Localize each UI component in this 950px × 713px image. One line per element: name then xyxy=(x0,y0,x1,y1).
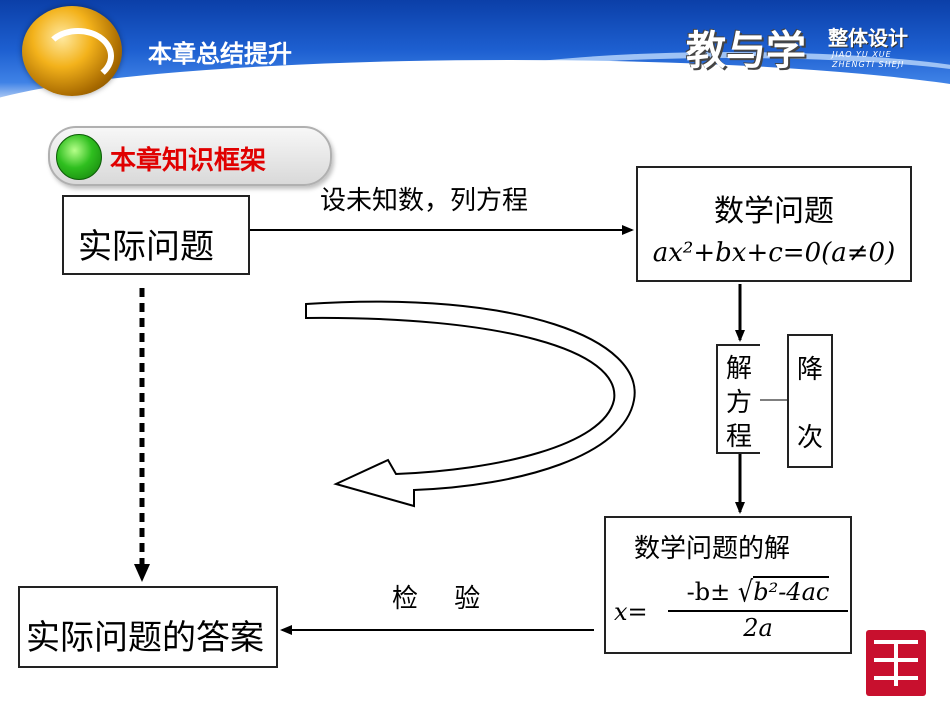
node-solve-equation: 解 方 程 xyxy=(716,344,760,454)
node-reduce-degree: 降 次 xyxy=(787,334,833,468)
section-label: 本章知识框架 xyxy=(110,146,267,176)
math-problem-title: 数学问题 xyxy=(714,194,834,229)
seal-stamp-icon xyxy=(866,630,926,696)
node-math-problem: 数学问题 ax²+bx+c=0(a≠0) xyxy=(636,166,912,282)
math-solution-title: 数学问题的解 xyxy=(634,534,791,564)
brand-subtitle: 整体设计 xyxy=(828,26,908,50)
dashed-arrow-head xyxy=(134,564,150,582)
node-math-solution: 数学问题的解 x= -b± √b²-4ac 2a xyxy=(604,516,852,654)
brand-pinyin: JIAO YU XUE ZHENGTI SHEJI xyxy=(832,50,905,69)
header-banner xyxy=(0,0,950,110)
quadratic-formula: x= -b± √b²-4ac 2a xyxy=(612,574,848,652)
edge-label-setup: 设未知数，列方程 xyxy=(320,186,529,216)
node-real-problem: 实际问题 xyxy=(62,195,250,275)
edge-label-check: 检 验 xyxy=(392,584,495,614)
chapter-title: 本章总结提升 xyxy=(148,40,292,68)
publisher-logo-icon xyxy=(22,6,122,96)
curved-return-arrow xyxy=(305,300,636,508)
banner-wave-decoration xyxy=(420,52,950,110)
math-equation: ax²+bx+c=0(a≠0) xyxy=(652,238,896,268)
green-bullet-icon xyxy=(56,134,102,180)
brand-logo: 教与学 xyxy=(686,27,806,74)
node-real-answer: 实际问题的答案 xyxy=(18,586,278,668)
